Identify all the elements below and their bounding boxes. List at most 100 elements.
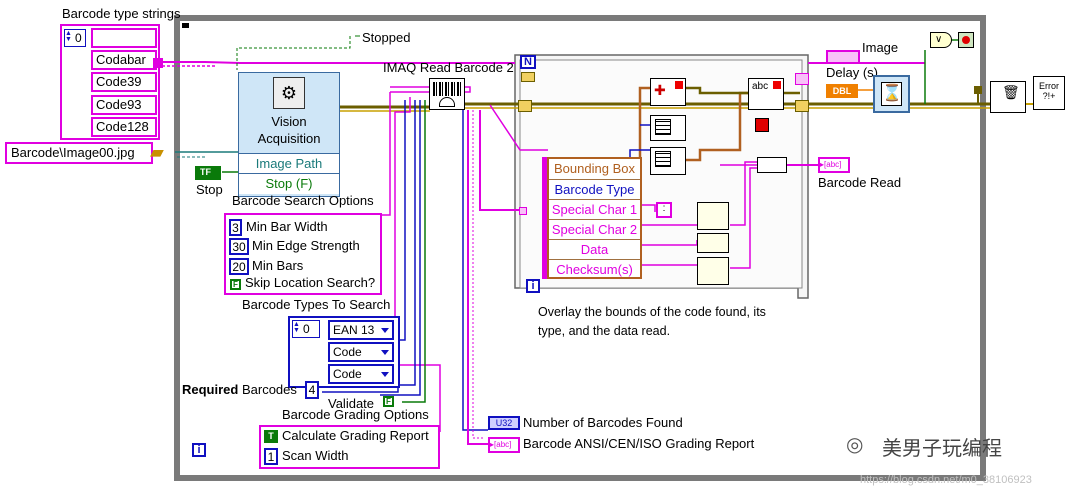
overlay-note: Overlay the bounds of the code found, it… — [538, 305, 766, 338]
image-path-constant[interactable]: Barcode\Image00.jpg — [5, 142, 153, 164]
image-indicator-terminal — [826, 50, 860, 64]
barcode-grading-options-cluster — [259, 425, 440, 469]
dropdown-arrow-icon[interactable] — [381, 372, 389, 377]
while-loop-iteration-terminal: i — [192, 443, 206, 457]
cluster-tunnel — [519, 207, 527, 215]
while-loop-frame — [174, 15, 986, 481]
array-terminal-icon — [153, 58, 163, 68]
stop-input[interactable]: Stop (F) — [239, 173, 339, 194]
unbundle-special-char-2[interactable]: Special Char 2 — [549, 219, 640, 239]
skip-location-search-toggle[interactable]: F — [230, 279, 241, 290]
grading-report-terminal: ▸[abc] — [488, 437, 520, 453]
concatenate-node-3[interactable] — [697, 257, 729, 285]
barcode-types-array-index[interactable]: 0 — [292, 320, 320, 338]
shift-register-right — [974, 86, 982, 94]
min-bar-width-label: Min Bar Width — [246, 219, 328, 234]
imaq-read-barcode-node[interactable] — [429, 78, 465, 110]
dropdown-arrow-icon[interactable] — [381, 328, 389, 333]
skip-location-search-label: Skip Location Search? — [245, 275, 376, 290]
stopped-label: Stopped — [362, 30, 411, 45]
array-index[interactable]: 0 — [64, 29, 86, 47]
number-of-barcodes-label: Number of Barcodes Found — [523, 415, 683, 430]
concatenate-node-1[interactable] — [697, 202, 729, 230]
unbundle-special-char-1[interactable]: Special Char 1 — [549, 199, 640, 219]
overlay-text-node[interactable]: abc — [748, 78, 784, 110]
validate-toggle[interactable]: F — [383, 396, 394, 407]
watermark-text: 美男子玩编程 — [882, 438, 1002, 460]
dispose-image-node[interactable]: 🗑 — [990, 81, 1026, 113]
vision-acquisition-express-vi[interactable]: ⚙ Vision Acquisition Image Path Stop (F) — [238, 72, 340, 197]
overlay-rectangle-node[interactable]: ✚ — [650, 78, 686, 106]
imaq-read-barcode-label: IMAQ Read Barcode 2 — [383, 60, 514, 75]
barcode-icon — [433, 82, 461, 96]
barcode-types-index-spinner-icon[interactable]: ▲▼ — [293, 321, 300, 334]
grading-report-label: Barcode ANSI/CEN/ISO Grading Report — [523, 436, 755, 451]
build-array-node-2[interactable] — [650, 147, 686, 175]
image-tunnel-right — [795, 100, 809, 112]
red-color-constant[interactable] — [755, 118, 769, 132]
barcode-type-combo-2[interactable]: Code — [328, 364, 394, 384]
string-constant[interactable]: : — [656, 202, 672, 218]
text-abc-icon: abc — [752, 81, 769, 92]
trash-icon: 🗑 — [1002, 84, 1020, 100]
min-bars-label: Min Bars — [252, 258, 304, 273]
gauge-icon — [439, 97, 455, 107]
unbundle-by-name[interactable]: Bounding Box Barcode Type Special Char 1… — [547, 157, 642, 279]
scan-width-label: Scan Width — [282, 448, 349, 463]
required-barcodes-value[interactable]: 4 — [305, 381, 319, 399]
vision-acquisition-title: Vision Acquisition — [257, 114, 321, 146]
required-barcodes-label: Required Barcodes — [182, 382, 297, 397]
or-node: ∨ — [930, 32, 952, 48]
delay-label: Delay (s) — [826, 65, 879, 80]
barcode-grading-options-label: Barcode Grading Options — [282, 407, 429, 422]
barcode-read-terminal: ▸[abc] — [818, 157, 850, 173]
delay-dbl-terminal[interactable]: DBL — [826, 84, 858, 98]
for-loop-tunnel — [521, 72, 535, 82]
min-edge-strength-value[interactable]: 30 — [229, 238, 249, 255]
image-tunnel-left — [518, 100, 532, 112]
image-path-input[interactable]: Image Path — [239, 153, 339, 173]
hourglass-icon: ⌛ — [881, 82, 902, 106]
wait-timer-node[interactable]: ⌛ — [873, 75, 910, 113]
for-loop-count-terminal: N — [520, 55, 536, 69]
watermark-url: https://blog.csdn.net/m0_38106923 — [860, 474, 1032, 486]
unbundle-data[interactable]: Data — [549, 239, 640, 259]
loop-condition-stop-icon[interactable] — [958, 32, 974, 48]
calculate-grading-report-toggle[interactable]: T — [264, 430, 278, 443]
for-loop-iteration-terminal: i — [526, 279, 540, 293]
stop-label: Stop — [196, 182, 223, 197]
barcode-type-item-3[interactable]: Code93 — [91, 95, 157, 115]
barcode-type-strings-label: Barcode type strings — [62, 6, 181, 21]
min-bars-value[interactable]: 20 — [229, 258, 249, 275]
min-edge-strength-label: Min Edge Strength — [252, 238, 360, 253]
barcode-type-item-4[interactable]: Code128 — [91, 117, 157, 137]
unbundle-checksum[interactable]: Checksum(s) — [549, 259, 640, 279]
grid-icon — [655, 119, 671, 135]
barcode-types-to-search-label: Barcode Types To Search — [242, 297, 391, 312]
error-handler-node[interactable]: Error?!+ — [1033, 76, 1065, 110]
build-array-node-1[interactable] — [650, 115, 686, 141]
unbundle-barcode-type[interactable]: Barcode Type — [549, 179, 640, 199]
camera-icon: ⚙ — [273, 77, 305, 109]
barcode-type-combo-0[interactable]: EAN 13 — [328, 320, 394, 340]
min-bar-width-value[interactable]: 3 — [229, 219, 242, 236]
calculate-grading-report-label: Calculate Grading Report — [282, 428, 429, 443]
barcode-search-options-label: Barcode Search Options — [232, 193, 374, 208]
unbundle-left-bar — [542, 157, 547, 279]
barcode-type-item-2[interactable]: Code39 — [91, 72, 157, 92]
barcode-read-label: Barcode Read — [818, 175, 902, 190]
unbundle-bounding-box[interactable]: Bounding Box — [554, 161, 635, 176]
array-index-spinner-icon[interactable]: ▲▼ — [65, 30, 72, 43]
folder-icon: ▰ — [150, 142, 164, 162]
barcode-type-item-1[interactable]: Codabar — [91, 50, 157, 70]
wechat-icon: ◎ — [846, 434, 864, 456]
build-string-array-node[interactable] — [757, 157, 787, 173]
barcode-type-item-0[interactable] — [91, 28, 157, 48]
overlay-shape-icon: ✚ — [654, 82, 666, 98]
concatenate-node-2[interactable] — [697, 233, 729, 253]
barcode-type-combo-1[interactable]: Code — [328, 342, 394, 362]
barcode-search-options-cluster — [224, 213, 382, 295]
scan-width-value[interactable]: 1 — [264, 448, 278, 465]
stop-boolean-terminal[interactable]: TF — [195, 166, 221, 180]
dropdown-arrow-icon[interactable] — [381, 350, 389, 355]
